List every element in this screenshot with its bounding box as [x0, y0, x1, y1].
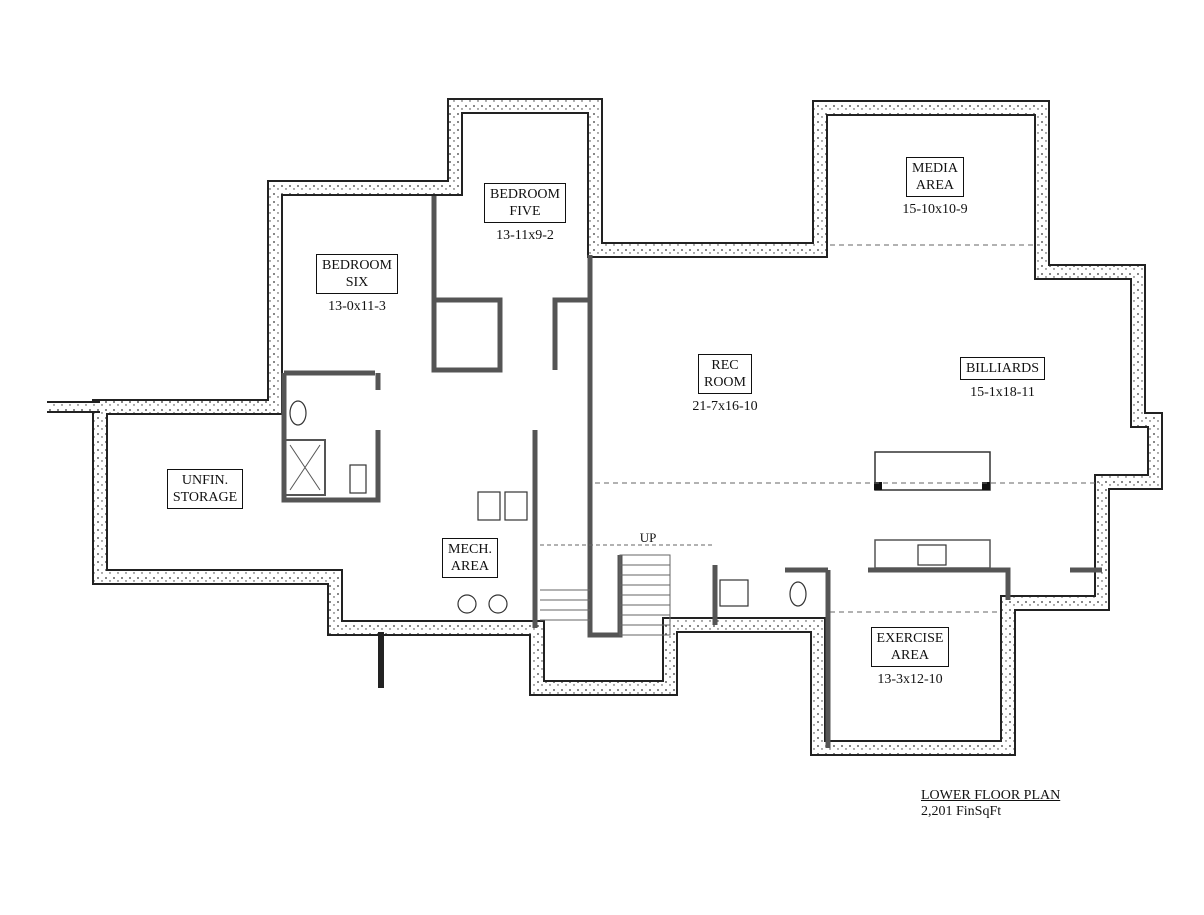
room-media-area: MEDIA AREA 15-10x10-9 — [880, 157, 990, 218]
room-rec-room: REC ROOM 21-7x16-10 — [670, 354, 780, 415]
room-dims: 13-0x11-3 — [328, 299, 386, 314]
room-dims: 13-3x12-10 — [877, 672, 943, 687]
fixtures — [289, 400, 947, 614]
room-dims: 15-10x10-9 — [902, 202, 968, 217]
plan-title: LOWER FLOOR PLAN — [921, 788, 1061, 803]
room-name: AREA — [450, 559, 490, 574]
room-name: REC — [711, 358, 739, 373]
plan-area: 2,201 FinSqFt — [921, 804, 1002, 819]
exterior-walls — [47, 98, 1163, 756]
room-unfin-storage: UNFIN. STORAGE — [150, 469, 260, 509]
room-name: MECH. — [448, 542, 492, 557]
plan-title-block: LOWER FLOOR PLAN 2,201 FinSqFt — [921, 788, 1060, 820]
room-name: EXERCISE — [876, 631, 944, 646]
room-name: BILLIARDS — [959, 357, 1046, 380]
room-name: BEDROOM — [321, 258, 392, 273]
room-name: BEDROOM — [489, 187, 560, 202]
room-name: UNFIN. — [181, 473, 229, 488]
room-name: AREA — [915, 178, 955, 193]
room-name: SIX — [345, 275, 369, 290]
room-name: MEDIA — [912, 161, 958, 176]
room-mech-area: MECH. AREA — [415, 538, 525, 578]
room-name: AREA — [890, 648, 930, 663]
room-name: FIVE — [509, 204, 541, 219]
stairs — [540, 244, 1100, 636]
room-dims: 15-1x18-11 — [970, 385, 1035, 400]
room-dims: 21-7x16-10 — [692, 399, 758, 414]
room-exercise-area: EXERCISE AREA 13-3x12-10 — [855, 627, 965, 688]
room-dims: 13-11x9-2 — [496, 228, 554, 243]
stair-up-label: UP — [639, 530, 657, 545]
room-bedroom-six: BEDROOM SIX 13-0x11-3 — [302, 254, 412, 315]
room-name: ROOM — [703, 375, 746, 390]
room-billiards: BILLIARDS 15-1x18-11 — [940, 357, 1065, 401]
room-bedroom-five: BEDROOM FIVE 13-11x9-2 — [470, 183, 580, 244]
room-name: STORAGE — [172, 490, 238, 505]
